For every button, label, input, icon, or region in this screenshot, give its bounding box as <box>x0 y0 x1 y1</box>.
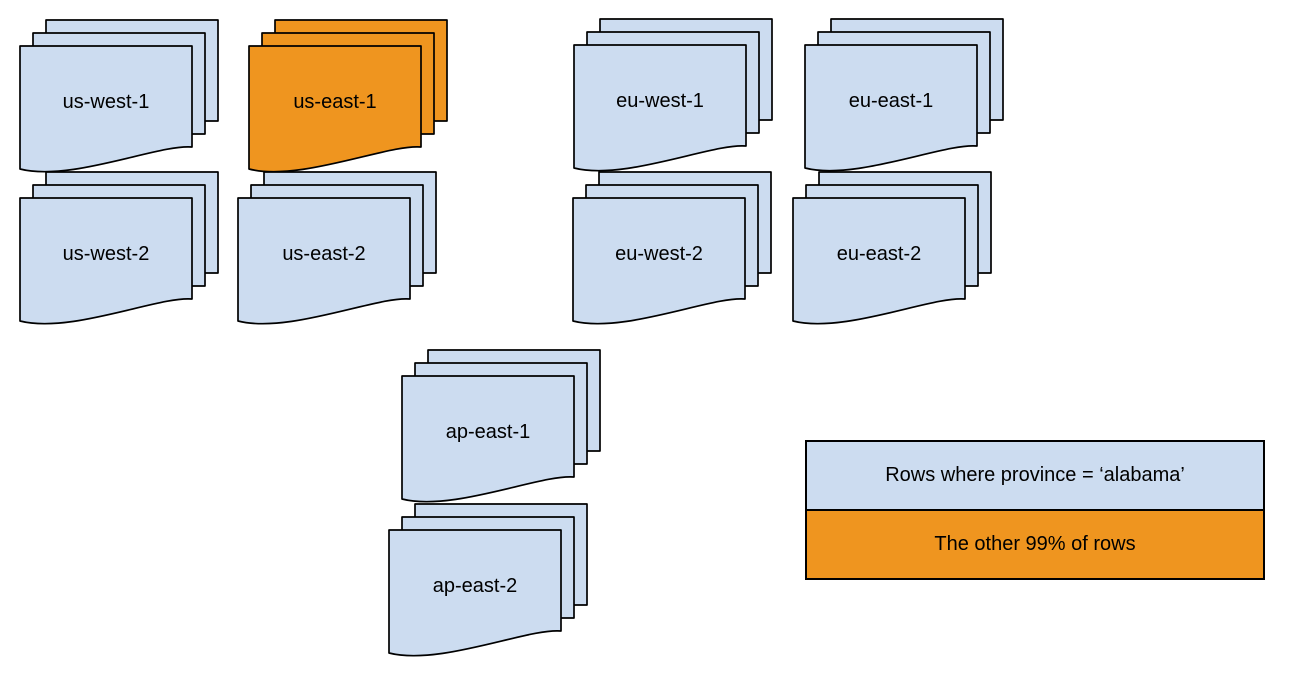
stack-label: eu-east-1 <box>849 90 934 112</box>
stack-label: us-west-2 <box>63 243 150 265</box>
stack-eu-west-2: eu-west-2 <box>572 171 772 325</box>
document-front-sheet <box>401 375 575 503</box>
stack-us-west-2: us-west-2 <box>19 171 219 325</box>
document-front-sheet <box>573 44 747 172</box>
stack-us-east-1: us-east-1 <box>248 19 448 173</box>
legend-row-other-rows: The other 99% of rows <box>807 511 1263 578</box>
stack-us-east-2: us-east-2 <box>237 171 437 325</box>
document-front-sheet <box>388 529 562 657</box>
stack-label: ap-east-2 <box>433 575 518 597</box>
document-front-sheet <box>19 45 193 173</box>
stack-eu-west-1: eu-west-1 <box>573 18 773 172</box>
document-front-sheet <box>19 197 193 325</box>
stack-us-west-1: us-west-1 <box>19 19 219 173</box>
stack-label: us-east-2 <box>282 243 365 265</box>
stack-label: eu-west-2 <box>615 243 703 265</box>
stack-label: eu-east-2 <box>837 243 922 265</box>
stack-eu-east-2: eu-east-2 <box>792 171 992 325</box>
document-front-sheet <box>248 45 422 173</box>
stack-eu-east-1: eu-east-1 <box>804 18 1004 172</box>
stack-label: us-east-1 <box>293 91 376 113</box>
document-front-sheet <box>572 197 746 325</box>
stack-ap-east-2: ap-east-2 <box>388 503 588 657</box>
document-front-sheet <box>792 197 966 325</box>
legend-row-alabama: Rows where province = ‘alabama’ <box>807 442 1263 511</box>
stack-label: ap-east-1 <box>446 421 531 443</box>
stack-label: eu-west-1 <box>616 90 704 112</box>
document-front-sheet <box>804 44 978 172</box>
stack-label: us-west-1 <box>63 91 150 113</box>
legend: Rows where province = ‘alabama’ The othe… <box>805 440 1265 580</box>
document-front-sheet <box>237 197 411 325</box>
stack-ap-east-1: ap-east-1 <box>401 349 601 503</box>
